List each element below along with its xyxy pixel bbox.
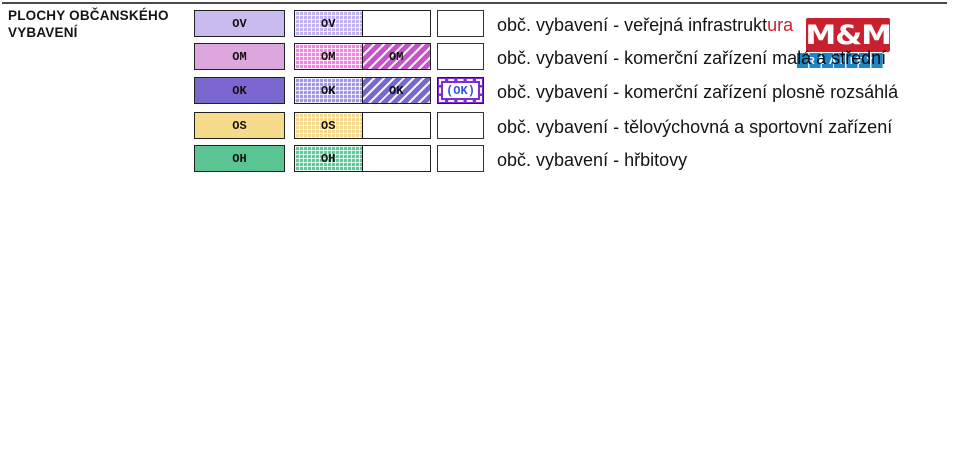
swatch-code: OM bbox=[232, 49, 247, 64]
legend-row-os: OS OS obč. vybavení - tělovýchovná a spo… bbox=[0, 112, 954, 139]
legend-section-title-line1: PLOCHY OBČANSKÉHO bbox=[8, 8, 169, 23]
swatch-extra-empty bbox=[437, 145, 484, 172]
description-red-tail: ura bbox=[767, 15, 794, 35]
swatch-extra-conditional-ok: (OK) bbox=[437, 77, 484, 104]
swatch-code: OH bbox=[232, 151, 247, 166]
legend-description: obč. vybavení - tělovýchovná a sportovní… bbox=[497, 114, 892, 141]
mm-reality-logo-blue-bar: REALITY bbox=[797, 53, 884, 68]
grid-pattern-swatch: OM bbox=[295, 44, 363, 69]
swatch-code: OS bbox=[232, 118, 247, 133]
top-divider-line bbox=[2, 2, 947, 4]
swatch-pattern-pair-ok: OK OK bbox=[294, 77, 431, 104]
mm-reality-logo-red-box: M&M bbox=[805, 18, 892, 52]
hatch-pattern-swatch: OK bbox=[362, 78, 430, 103]
swatch-pattern-pair-os: OS bbox=[294, 112, 431, 139]
mm-reality-logo-subtext: REALITY bbox=[807, 54, 877, 67]
swatch-solid-ok: OK bbox=[194, 77, 285, 104]
description-text: obč. vybavení - komerční zařízení plosně… bbox=[497, 82, 899, 102]
mm-reality-logo-text: M&M bbox=[805, 19, 892, 51]
description-text: obč. vybavení - komerční zařízení malá a… bbox=[497, 48, 887, 68]
swatch-extra-label: (OK) bbox=[443, 83, 478, 98]
swatch-extra-empty bbox=[437, 10, 484, 37]
swatch-code: OH bbox=[321, 151, 336, 166]
hatch-pattern-swatch: OM bbox=[362, 44, 430, 69]
swatch-extra-empty bbox=[437, 43, 484, 70]
swatch-pattern-pair-om: OM OM bbox=[294, 43, 431, 70]
swatch-code: OV bbox=[232, 16, 247, 31]
legend-description: obč. vybavení - komerční zařízení plosně… bbox=[497, 79, 898, 106]
legend-section-title-line2: VYBAVENÍ bbox=[8, 25, 78, 40]
grid-pattern-swatch: OH bbox=[295, 146, 363, 171]
legend-row-ok: OK OK OK (OK) obč. vybavení - komerční z… bbox=[0, 77, 954, 104]
swatch-solid-om: OM bbox=[194, 43, 285, 70]
swatch-code: OK bbox=[321, 83, 336, 98]
legend-description: obč. vybavení - hřbitovy bbox=[497, 147, 687, 174]
swatch-solid-oh: OH bbox=[194, 145, 285, 172]
description-text: obč. vybavení - tělovýchovná a sportovní… bbox=[497, 117, 893, 137]
swatch-code: OS bbox=[321, 118, 336, 133]
swatch-solid-ov: OV bbox=[194, 10, 285, 37]
dashed-frame-decoration bbox=[439, 79, 482, 102]
swatch-code: OV bbox=[321, 16, 336, 31]
legend-description: obč. vybavení - veřejná infrastruktura bbox=[497, 12, 793, 39]
legend-section-title: PLOCHY OBČANSKÉHO VYBAVENÍ bbox=[8, 7, 188, 41]
legend-row-om: OM OM OM obč. vybavení - komerční zaříze… bbox=[0, 43, 954, 70]
empty-pattern-swatch bbox=[362, 11, 430, 36]
legend-row-ov: OV OV obč. vybavení - veřejná infrastruk… bbox=[0, 10, 954, 37]
legend-description: obč. vybavení - komerční zařízení malá a… bbox=[497, 45, 886, 72]
swatch-extra-empty bbox=[437, 112, 484, 139]
legend-row-oh: OH OH obč. vybavení - hřbitovy bbox=[0, 145, 954, 172]
description-text: obč. vybavení - hřbitovy bbox=[497, 150, 688, 170]
swatch-code: OK bbox=[232, 83, 247, 98]
swatch-code: OM bbox=[389, 49, 404, 64]
swatch-code: OM bbox=[321, 49, 336, 64]
grid-pattern-swatch: OV bbox=[295, 11, 363, 36]
swatch-pattern-pair-oh: OH bbox=[294, 145, 431, 172]
swatch-solid-os: OS bbox=[194, 112, 285, 139]
swatch-code: OK bbox=[389, 83, 404, 98]
grid-pattern-swatch: OS bbox=[295, 113, 363, 138]
empty-pattern-swatch bbox=[362, 113, 430, 138]
grid-pattern-swatch: OK bbox=[295, 78, 363, 103]
description-text: obč. vybavení - veřejná infrastrukt bbox=[497, 15, 768, 35]
swatch-pattern-pair-ov: OV bbox=[294, 10, 431, 37]
empty-pattern-swatch bbox=[362, 146, 430, 171]
